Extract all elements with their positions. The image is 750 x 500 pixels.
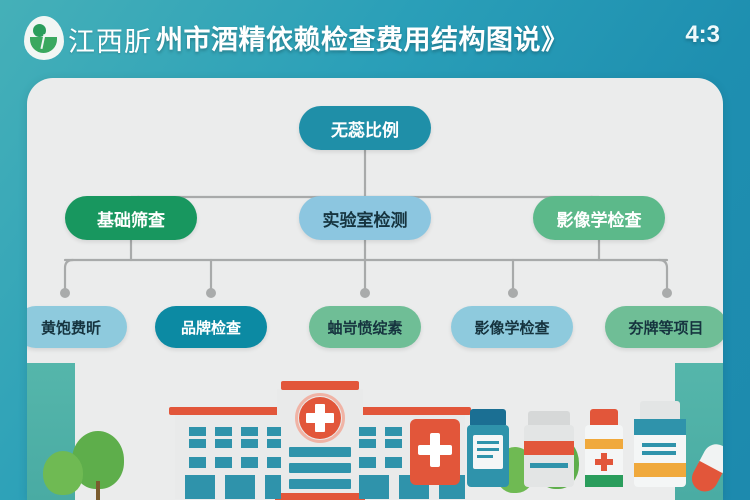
node-level3-4-label: 夯牌等项目 [628, 318, 704, 337]
node-level2-0[interactable]: 基础筛查 [65, 196, 197, 240]
leaf-egg-logo-icon [24, 16, 64, 60]
node-level3-4[interactable]: 夯牌等项目 [605, 306, 723, 348]
node-level2-1-label: 实验室检测 [322, 210, 408, 231]
hospital-center-band [289, 463, 351, 473]
hospital-window [385, 439, 402, 448]
node-level3-0[interactable]: 黄饱费昕 [27, 306, 127, 348]
node-level2-1[interactable]: 实验室检测 [299, 196, 431, 240]
hospital-top-cornice [281, 381, 359, 390]
hospital-window [215, 427, 232, 436]
node-level3-2-label: 蚰岢愤绽素 [327, 318, 403, 337]
bottle-blue-band [634, 419, 686, 435]
hospital-ground-window [359, 475, 389, 499]
hierarchy-diagram: 无蕊比例 基础筛查 实验室检测 影像学检查 黄饱费昕 品牌检查 蚰岢愤绽素 [27, 78, 723, 368]
label-line [477, 441, 499, 444]
node-root-label: 无蕊比例 [331, 120, 399, 141]
pill-bottle-cap [528, 411, 570, 425]
label-line [642, 451, 676, 455]
hospital-window [267, 457, 281, 468]
label-line [477, 455, 493, 458]
node-level3-1[interactable]: 品牌检查 [155, 306, 267, 348]
bottle-green-band [585, 475, 623, 487]
node-level3-1-label: 品牌检查 [180, 318, 241, 337]
node-root[interactable]: 无蕊比例 [299, 106, 431, 150]
hospital-entry-cornice [275, 493, 365, 500]
first-aid-kit-cross [418, 445, 452, 455]
medical-cross-icon [595, 459, 613, 465]
hospital-right-cornice [349, 407, 471, 415]
hospital-window [359, 439, 376, 448]
hospital-window [189, 439, 206, 448]
aspect-ratio-badge: 4:3 [685, 21, 720, 48]
hospital-window [241, 427, 258, 436]
hospital-window [241, 439, 258, 448]
brand-name: 江西肵 [68, 27, 152, 58]
pill-bottle-icon [524, 425, 574, 487]
logo-leaf-shape [30, 37, 57, 53]
node-level3-3-label: 影像学检查 [474, 318, 550, 337]
hospital-left-cornice [169, 407, 291, 415]
hospital-window [189, 457, 206, 468]
bottle-orange-band [634, 463, 686, 477]
illustration-area [27, 363, 723, 500]
node-level3-0-label: 黄饱费昕 [40, 318, 101, 337]
pill-bottle-label [473, 435, 503, 469]
page-title: 州市酒精依赖检查费用结构图说》 [156, 25, 569, 56]
pill-bottle-cap [470, 409, 506, 425]
hospital-ground-window [185, 475, 215, 499]
hospital-window [241, 457, 258, 468]
hospital-ground-window [265, 475, 281, 499]
node-level2-2[interactable]: 影像学检查 [533, 196, 665, 240]
medical-cross-ring [295, 393, 345, 443]
bottle-orange-band [585, 439, 623, 449]
node-level3-3[interactable]: 影像学检查 [451, 306, 573, 348]
bottle-blue-band [530, 463, 568, 468]
hospital-window [359, 427, 376, 436]
pill-bottle-cap [640, 401, 680, 419]
hospital-window [385, 427, 402, 436]
label-line [477, 448, 499, 451]
hospital-window [189, 427, 206, 436]
slide-header: 江西肵 州市酒精依赖检查费用结构图说》 4:3 [0, 0, 750, 78]
tree-trunk [96, 481, 100, 500]
hospital-window [215, 457, 232, 468]
label-line [642, 443, 676, 447]
hospital-window [267, 427, 281, 436]
pill-bottle-cap [590, 409, 618, 425]
hospital-ground-window [225, 475, 255, 499]
tree-icon [43, 451, 83, 495]
hospital-window [359, 457, 376, 468]
hospital-center-band [289, 447, 351, 457]
pharmacy-items-group [410, 385, 723, 500]
node-level3-2[interactable]: 蚰岢愤绽素 [309, 306, 421, 348]
hospital-window [385, 457, 402, 468]
hospital-building-icon [167, 375, 487, 500]
content-card: 无蕊比例 基础筛查 实验室检测 影像学检查 黄饱费昕 品牌检查 蚰岢愤绽素 [27, 78, 723, 500]
bottle-red-band [524, 441, 574, 455]
hospital-window [215, 439, 232, 448]
hospital-window [267, 439, 281, 448]
hospital-center-band [289, 479, 351, 489]
node-level2-2-label: 影像学检查 [556, 210, 642, 231]
node-level2-0-label: 基础筛查 [97, 210, 165, 231]
